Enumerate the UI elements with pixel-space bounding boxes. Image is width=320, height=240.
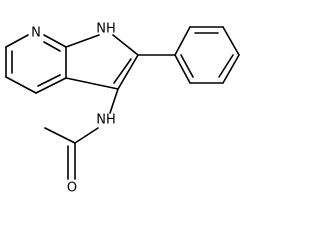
bond-c5-c4-inner xyxy=(37,74,61,87)
bond-ph6-ph1 xyxy=(174,54,191,84)
bond-c3a-n7-inner xyxy=(43,41,61,52)
bond-c2-c3 xyxy=(117,54,139,90)
bond-c7a-n1 xyxy=(65,34,100,48)
bond-c5-c4 xyxy=(35,77,67,94)
bond-n1-c2 xyxy=(112,34,139,56)
bond-ph4-ph5-inner xyxy=(218,54,234,78)
bond-c6-c5 xyxy=(5,76,37,94)
carbonyl-o-label: O xyxy=(67,181,77,196)
bond-amide-n-carbonyl-c xyxy=(74,127,99,144)
pyrrole-nh-label: NH xyxy=(96,22,116,37)
bond-c3-c3a xyxy=(65,77,119,90)
bond-ph1-ph2 xyxy=(174,26,191,56)
amide-nh-label: NH xyxy=(96,113,116,128)
bond-c2-c3-inner xyxy=(113,58,132,84)
bond-n7-c7a xyxy=(5,34,29,48)
bond-carbonyl-c-methyl xyxy=(44,127,76,144)
bond-ph6-ph1-inner xyxy=(180,54,194,78)
pyridine-n-label: N xyxy=(31,26,41,41)
bond-ph3-ph4 xyxy=(222,26,240,56)
bond-c3-amide-n xyxy=(109,88,119,114)
chemical-structure-diagram: N NH NH O xyxy=(5,21,240,196)
bond-c3a-n7 xyxy=(43,34,67,48)
bond-ph4-ph5 xyxy=(222,54,240,84)
